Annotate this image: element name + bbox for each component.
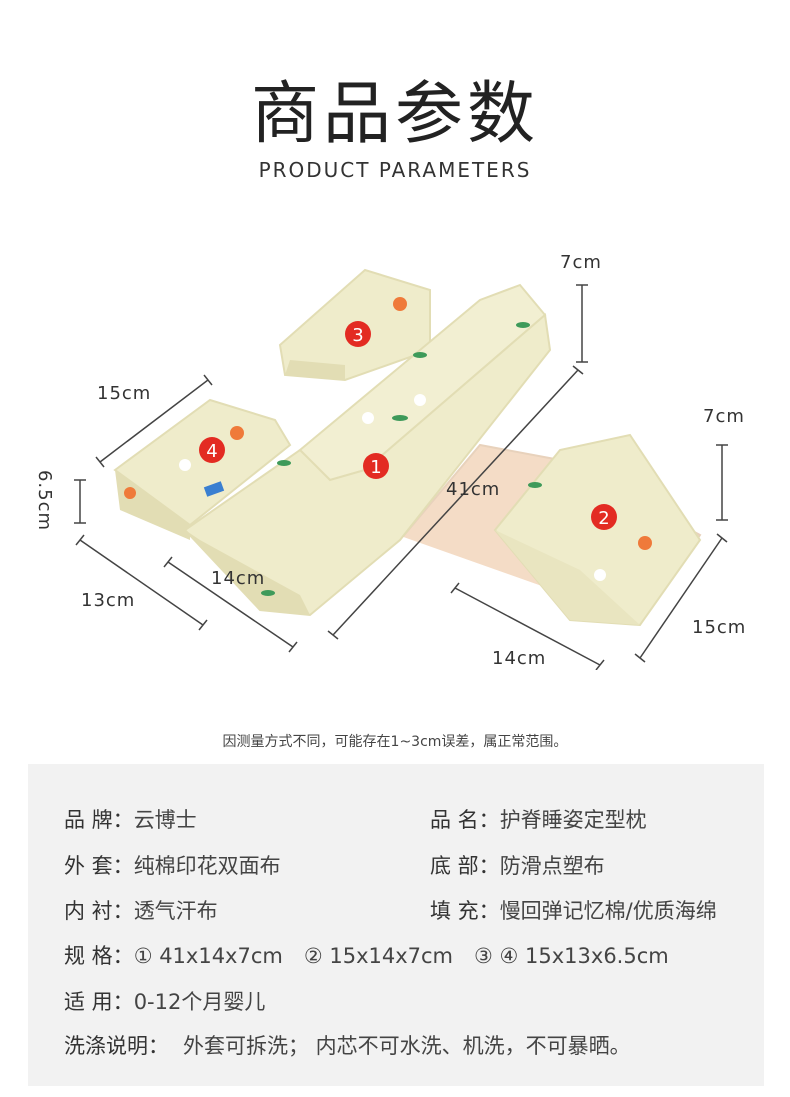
param-label: 洗涤说明： (64, 1034, 169, 1058)
param-value: ① 41x14x7cm ② 15x14x7cm ③ ④ 15x13x6.5cm (133, 944, 669, 968)
marker-1 (363, 453, 389, 479)
param-value: 护脊睡姿定型枕 (499, 808, 647, 832)
param-value: 外套可拆洗； 内芯不可水洗、机洗，不可暴晒。 (183, 1034, 631, 1058)
dim-main-length: 41cm (446, 479, 501, 500)
marker-2 (591, 504, 617, 530)
param-value: 云博士 (133, 808, 197, 832)
marker-3 (345, 321, 371, 347)
dim-left-width: 15cm (97, 383, 152, 404)
param-value: 0-12个月婴儿 (133, 990, 266, 1014)
dim-left-depth: 13cm (81, 590, 136, 611)
param-lining: 内 衬：透气汗布 (64, 895, 218, 925)
param-filling: 填 充：慢回弹记忆棉/优质海绵 (430, 895, 717, 925)
param-value: 纯棉印花双面布 (133, 854, 281, 878)
page-title: 商品参数 (250, 75, 539, 154)
dim-top-height: 7cm (560, 252, 602, 273)
param-label: 品 名： (430, 808, 500, 832)
param-label: 内 衬： (64, 899, 134, 923)
pillow-4 (113, 398, 292, 527)
param-label: 底 部： (430, 854, 500, 878)
marker-3-label: 3 (352, 325, 363, 346)
param-value: 慢回弹记忆棉/优质海绵 (499, 899, 717, 923)
measurement-note: 因测量方式不同，可能存在1~3cm误差，属正常范围。 (222, 734, 568, 750)
params-panel: 品 牌：云博士 品 名：护脊睡姿定型枕 外 套：纯棉印花双面布 底 部：防滑点塑… (28, 764, 764, 1086)
page-subtitle: PRODUCT PARAMETERS (258, 158, 532, 182)
param-bottom: 底 部：防滑点塑布 (430, 850, 605, 880)
dimension-lines (74, 284, 728, 670)
param-label: 填 充： (430, 899, 500, 923)
param-wash: 洗涤说明： 外套可拆洗； 内芯不可水洗、机洗，不可暴晒。 (64, 1030, 631, 1060)
marker-2-label: 2 (598, 508, 609, 529)
dim-left-height: 6.5cm (34, 469, 56, 532)
param-label: 品 牌： (64, 808, 134, 832)
param-label: 规 格： (64, 944, 134, 968)
product-figure: 1 2 3 4 7cm 7cm 15cm 6.5cm 13cm 14cm 41c… (0, 240, 790, 670)
marker-4-label: 4 (206, 441, 217, 462)
marker-1-label: 1 (370, 457, 381, 478)
pillow-illustration: 1 2 3 4 (74, 268, 728, 670)
param-value: 透气汗布 (133, 899, 218, 923)
marker-4 (199, 437, 225, 463)
param-label: 适 用： (64, 990, 134, 1014)
param-spec: 规 格：① 41x14x7cm ② 15x14x7cm ③ ④ 15x13x6.… (64, 940, 669, 970)
dim-right-height: 7cm (703, 406, 745, 427)
dim-left-length: 14cm (211, 568, 266, 589)
param-value: 防滑点塑布 (499, 854, 605, 878)
param-brand: 品 牌：云博士 (64, 804, 197, 834)
param-label: 外 套： (64, 854, 134, 878)
param-cover: 外 套：纯棉印花双面布 (64, 850, 281, 880)
param-suitable: 适 用：0-12个月婴儿 (64, 986, 265, 1016)
dim-right-length: 14cm (492, 648, 547, 669)
param-name: 品 名：护脊睡姿定型枕 (430, 804, 647, 834)
dim-right-depth: 15cm (692, 617, 747, 638)
